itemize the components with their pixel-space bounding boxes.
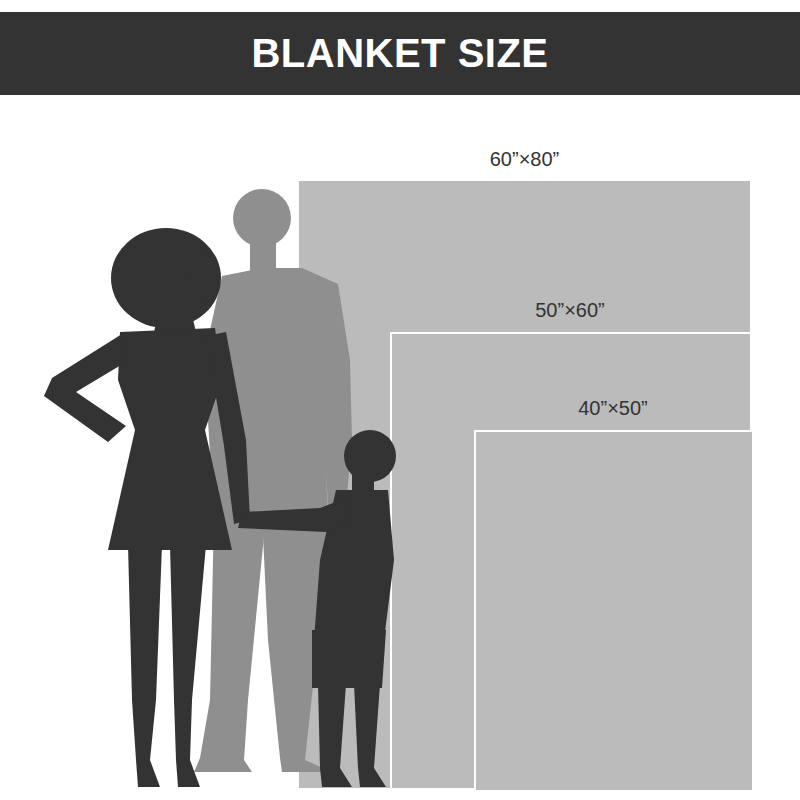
size-label: 40”×50”	[578, 396, 648, 420]
blanket-size-box: 50”×60”40”×50”	[390, 332, 750, 788]
man-silhouette	[194, 189, 352, 772]
title: BLANKET SIZE	[0, 12, 800, 95]
size-label: 50”×60”	[535, 298, 605, 322]
blanket-size-box: 60”×80”50”×60”40”×50”	[299, 181, 750, 788]
header-bar: BLANKET SIZE	[0, 12, 800, 95]
child-silhouette	[238, 430, 396, 787]
woman-silhouette	[44, 228, 250, 787]
size-label: 60”×80”	[490, 147, 560, 171]
blanket-size-box: 40”×50”	[474, 430, 752, 790]
